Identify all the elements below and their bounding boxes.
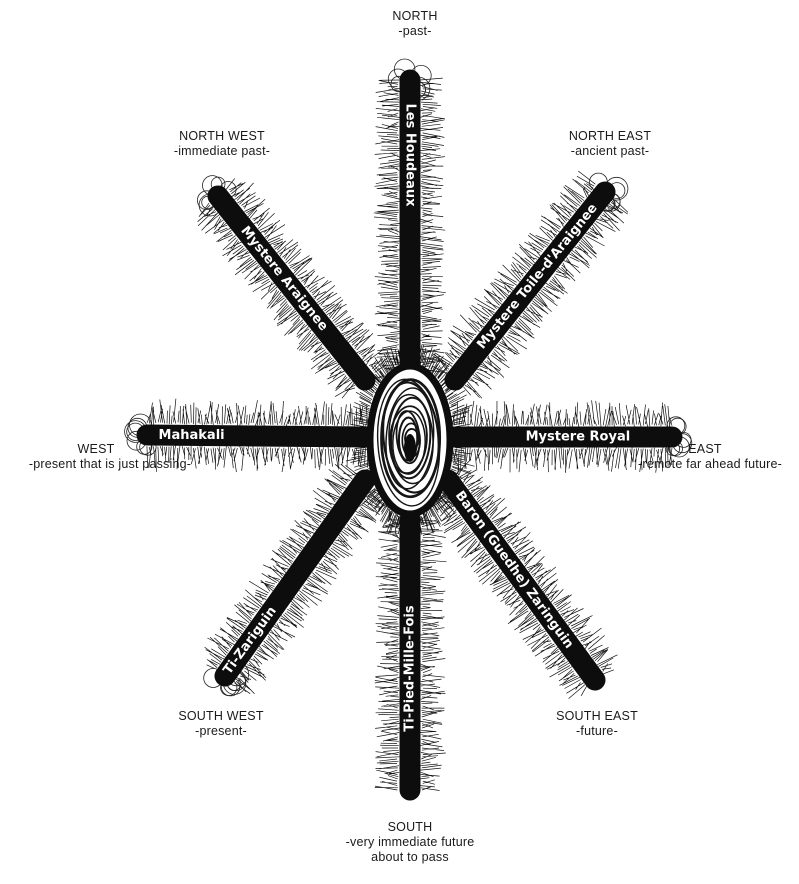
- north-name: NORTH: [295, 9, 535, 24]
- north-desc: -past-: [295, 24, 535, 39]
- south-west-desc: -present-: [101, 724, 341, 739]
- label-south-east: SOUTH EAST -future-: [477, 709, 717, 739]
- arm-label-north: Les Houdeaux: [403, 104, 418, 208]
- east-desc: -remote far ahead future-: [590, 457, 799, 472]
- arm-label-west: Mahakali: [159, 428, 225, 443]
- arm-label-south-east: Baron (Guedhe) Zaringuin: [452, 488, 576, 651]
- label-south: SOUTH -very immediate future about to pa…: [290, 820, 530, 865]
- south-name: SOUTH: [290, 820, 530, 835]
- label-north-west: NORTH WEST -immediate past-: [102, 129, 342, 159]
- south-west-name: SOUTH WEST: [101, 709, 341, 724]
- label-north-east: NORTH EAST -ancient past-: [490, 129, 730, 159]
- arm-north-west: Mystere Araignee: [218, 196, 365, 380]
- label-south-west: SOUTH WEST -present-: [101, 709, 341, 739]
- east-name: EAST: [590, 442, 799, 457]
- south-east-desc: -future-: [477, 724, 717, 739]
- west-name: WEST: [0, 442, 230, 457]
- south-desc: -very immediate future: [290, 835, 530, 850]
- arm-south: Ti-Pied-Mille-Fois: [403, 520, 418, 790]
- arm-label-north-east: Mystere Toile-d'Araignee: [474, 201, 601, 352]
- label-west: WEST -present that is just passing-: [0, 442, 230, 472]
- north-west-name: NORTH WEST: [102, 129, 342, 144]
- label-east: EAST -remote far ahead future-: [590, 442, 799, 472]
- north-east-desc: -ancient past-: [490, 144, 730, 159]
- west-desc: -present that is just passing-: [0, 457, 230, 472]
- arm-north: Les Houdeaux: [403, 80, 418, 380]
- arm-west: Mahakali: [147, 428, 370, 443]
- arm-south-east: Baron (Guedhe) Zaringuin: [448, 480, 595, 680]
- arm-label-south: Ti-Pied-Mille-Fois: [403, 605, 418, 731]
- north-east-name: NORTH EAST: [490, 129, 730, 144]
- arm-south-west: Ti-Zariguin: [221, 480, 365, 677]
- south-desc-line2: about to pass: [290, 850, 530, 865]
- center-oval: [370, 366, 450, 514]
- north-west-desc: -immediate past-: [102, 144, 342, 159]
- south-east-name: SOUTH EAST: [477, 709, 717, 724]
- label-north: NORTH -past-: [295, 9, 535, 39]
- arm-north-east: Mystere Toile-d'Araignee: [455, 192, 605, 380]
- arm-label-north-west: Mystere Araignee: [237, 224, 330, 334]
